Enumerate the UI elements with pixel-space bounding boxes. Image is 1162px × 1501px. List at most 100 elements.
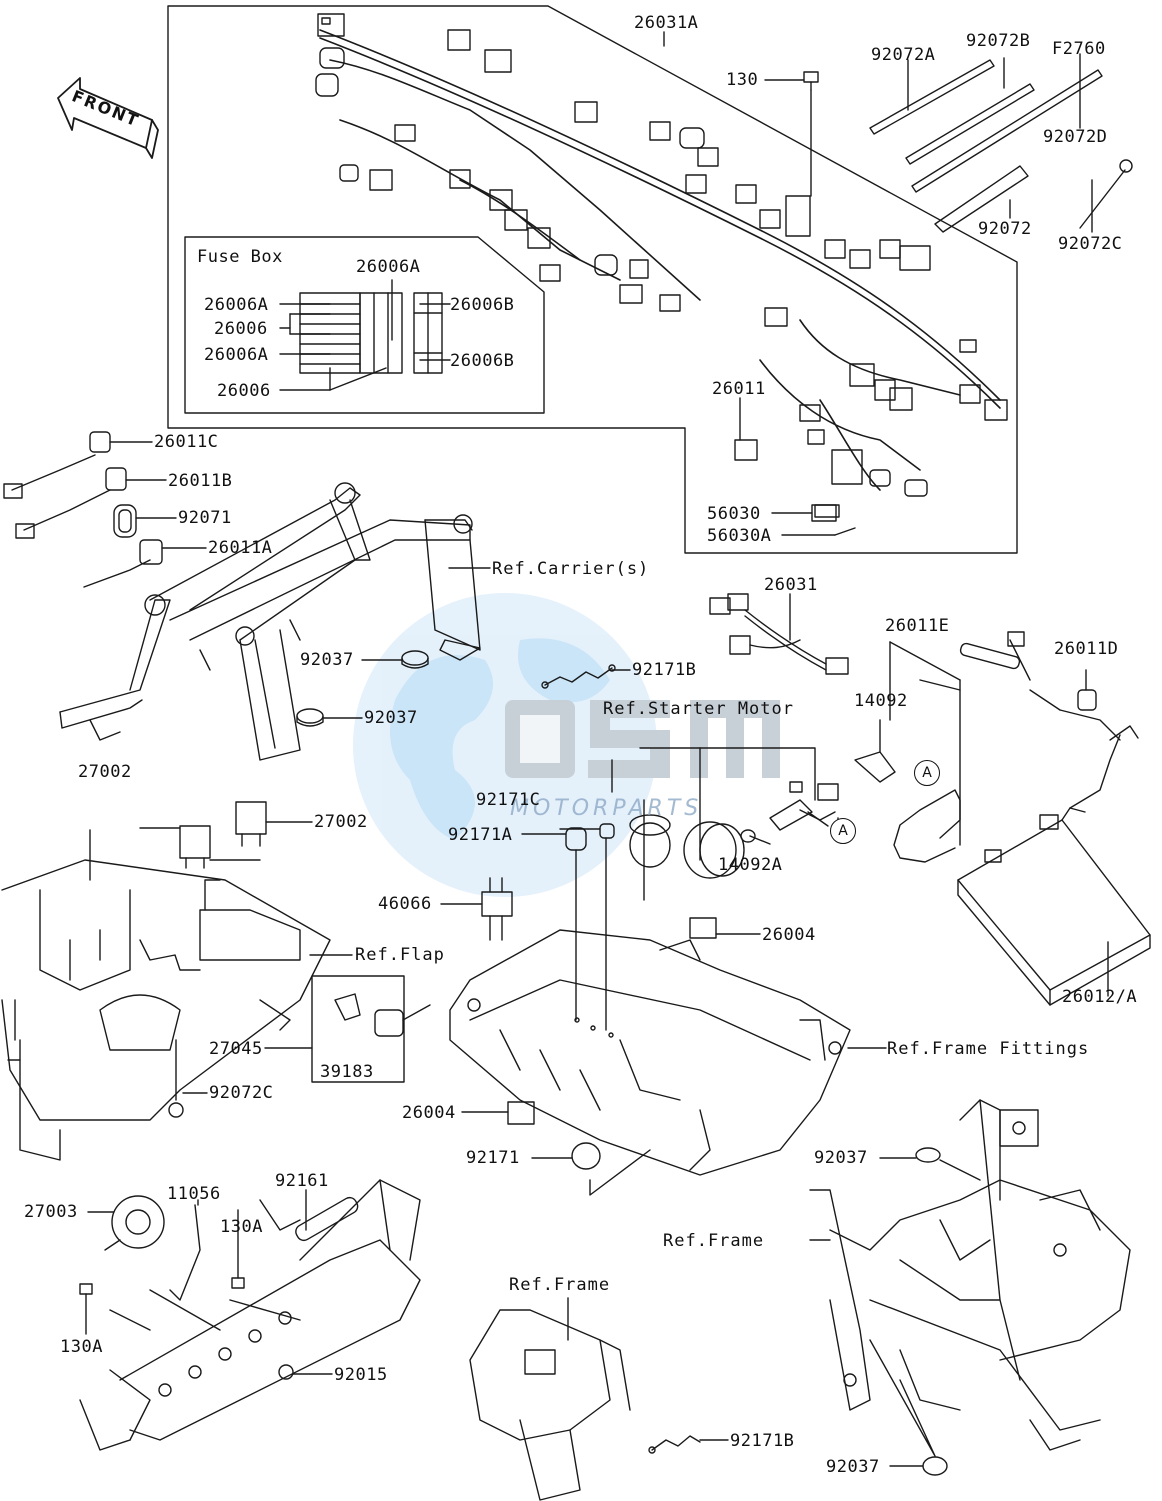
connector-26004-b xyxy=(507,1101,535,1125)
connector-26004-a xyxy=(689,917,717,939)
ref-label-flap: Ref.Flap xyxy=(355,945,445,965)
rear-frame xyxy=(809,1099,1131,1451)
ref-label-frame-center: Ref.Frame xyxy=(509,1275,611,1295)
battery-cable-26011D xyxy=(1059,689,1139,809)
part-label-46066: 46066 xyxy=(378,894,432,914)
part-label-14092: 14092 xyxy=(854,691,908,711)
bolt-130A-b xyxy=(79,1283,93,1295)
part-label-130: 130 xyxy=(726,70,759,90)
part-label-92171A: 92171A xyxy=(448,825,513,845)
harness-clip-92171B-a xyxy=(541,664,616,689)
part-label-92037-1: 92037 xyxy=(300,650,354,670)
part-label-26004-2: 26004 xyxy=(402,1103,456,1123)
part-label-27045: 27045 xyxy=(209,1039,263,1059)
part-label-26006A-top: 26006A xyxy=(356,257,421,277)
part-label-130A-1: 130A xyxy=(220,1217,263,1237)
part-label-26004-1: 26004 xyxy=(762,925,816,945)
starter-relay xyxy=(629,747,839,901)
ref-label-starter-motor: Ref.Starter Motor xyxy=(603,699,794,719)
relay-27002-a xyxy=(179,825,211,869)
part-label-26031: 26031 xyxy=(764,575,818,595)
sub-harness-26011A xyxy=(83,539,207,588)
clip-39183 xyxy=(334,993,361,1021)
part-label-92037-2: 92037 xyxy=(364,708,418,728)
part-label-130A-2: 130A xyxy=(60,1337,103,1357)
relay-27002-b xyxy=(235,801,267,847)
part-label-92161: 92161 xyxy=(275,1171,329,1191)
battery-cable-26011E xyxy=(959,631,1061,711)
ref-label-frame-right: Ref.Frame xyxy=(663,1231,765,1251)
harness-clip-92171B-b xyxy=(648,1435,701,1454)
part-label-26012A: 26012/A xyxy=(1062,987,1138,1007)
part-label-26011C: 26011C xyxy=(154,432,219,452)
flap-bracket xyxy=(1,829,331,1161)
fuse-box-panel xyxy=(184,236,545,414)
nut-92015 xyxy=(278,1364,294,1380)
part-label-26011A: 26011A xyxy=(208,538,273,558)
sub-harness-26031 xyxy=(709,593,849,675)
cable-tie-92072C xyxy=(168,1039,184,1118)
clamp-92037-d xyxy=(922,1456,948,1476)
terminal-cover-14092 xyxy=(854,751,896,783)
center-frame-bracket xyxy=(469,1309,631,1501)
part-label-27002-1: 27002 xyxy=(78,762,132,782)
carrier-frame xyxy=(59,482,481,761)
part-label-26006B-1: 26006B xyxy=(450,295,515,315)
part-label-92171C: 92171C xyxy=(476,790,541,810)
part-label-26031A: 26031A xyxy=(634,13,699,33)
part-label-11056: 11056 xyxy=(167,1184,221,1204)
sub-harness-26011C xyxy=(3,431,153,499)
part-label-92071: 92071 xyxy=(178,508,232,528)
cable-ties xyxy=(869,59,1133,233)
clamp-92037-a xyxy=(401,650,429,669)
part-label-92037-4: 92037 xyxy=(826,1457,880,1477)
part-label-39183: 39183 xyxy=(320,1062,374,1082)
bolt-130 xyxy=(803,71,819,91)
connection-marker-a-right: A xyxy=(830,818,856,844)
part-label-14092A: 14092A xyxy=(718,855,783,875)
grommet-92071 xyxy=(113,504,177,538)
fuse-box-leaders xyxy=(279,279,451,391)
part-label-92015: 92015 xyxy=(334,1365,388,1385)
watermark-tagline: MOTORPARTS xyxy=(510,796,703,821)
battery-26012 xyxy=(957,807,1151,1006)
part-label-26006B-2: 26006B xyxy=(450,351,515,371)
part-label-92037-3: 92037 xyxy=(814,1148,868,1168)
front-arrow-shape xyxy=(57,77,159,159)
part-label-26011D: 26011D xyxy=(1054,639,1119,659)
bracket-11056 xyxy=(169,1204,201,1301)
bolt-130A-a xyxy=(231,1277,245,1289)
part-label-27003: 27003 xyxy=(24,1202,78,1222)
part-label-56030: 56030 xyxy=(707,504,761,524)
harness-connectors xyxy=(315,13,1008,518)
front-frame xyxy=(79,1179,421,1451)
watermark-logo xyxy=(353,593,780,897)
clamp-92037-c xyxy=(915,1147,941,1163)
battery-cable-loop xyxy=(893,789,961,863)
sub-harness-26011B xyxy=(15,467,167,539)
tie-leaders xyxy=(663,31,1093,233)
part-label-26006-1: 26006 xyxy=(214,319,268,339)
part-label-26011E: 26011E xyxy=(885,616,950,636)
part-label-F2760: F2760 xyxy=(1052,39,1106,59)
switch-group-box xyxy=(311,975,405,1083)
horn-27003 xyxy=(104,1195,165,1251)
main-harness xyxy=(319,29,1001,491)
part-label-92072D: 92072D xyxy=(1043,127,1108,147)
harness-group-outline xyxy=(167,5,1018,554)
fuse-box-title: Fuse Box xyxy=(197,247,283,267)
clip-92171C xyxy=(599,823,615,839)
battery-tray xyxy=(449,929,851,1176)
part-label-92171B-2: 92171B xyxy=(730,1431,795,1451)
switch-27045 xyxy=(374,1004,431,1037)
part-label-92072B: 92072B xyxy=(966,31,1031,51)
connection-marker-a-left: A xyxy=(914,760,940,786)
part-label-27002-2: 27002 xyxy=(314,812,368,832)
clamp-92037-b xyxy=(296,708,324,727)
part-label-92072C-top: 92072C xyxy=(1058,234,1123,254)
part-label-92072A: 92072A xyxy=(871,45,936,65)
part-label-92072: 92072 xyxy=(978,219,1032,239)
part-label-92171: 92171 xyxy=(466,1148,520,1168)
